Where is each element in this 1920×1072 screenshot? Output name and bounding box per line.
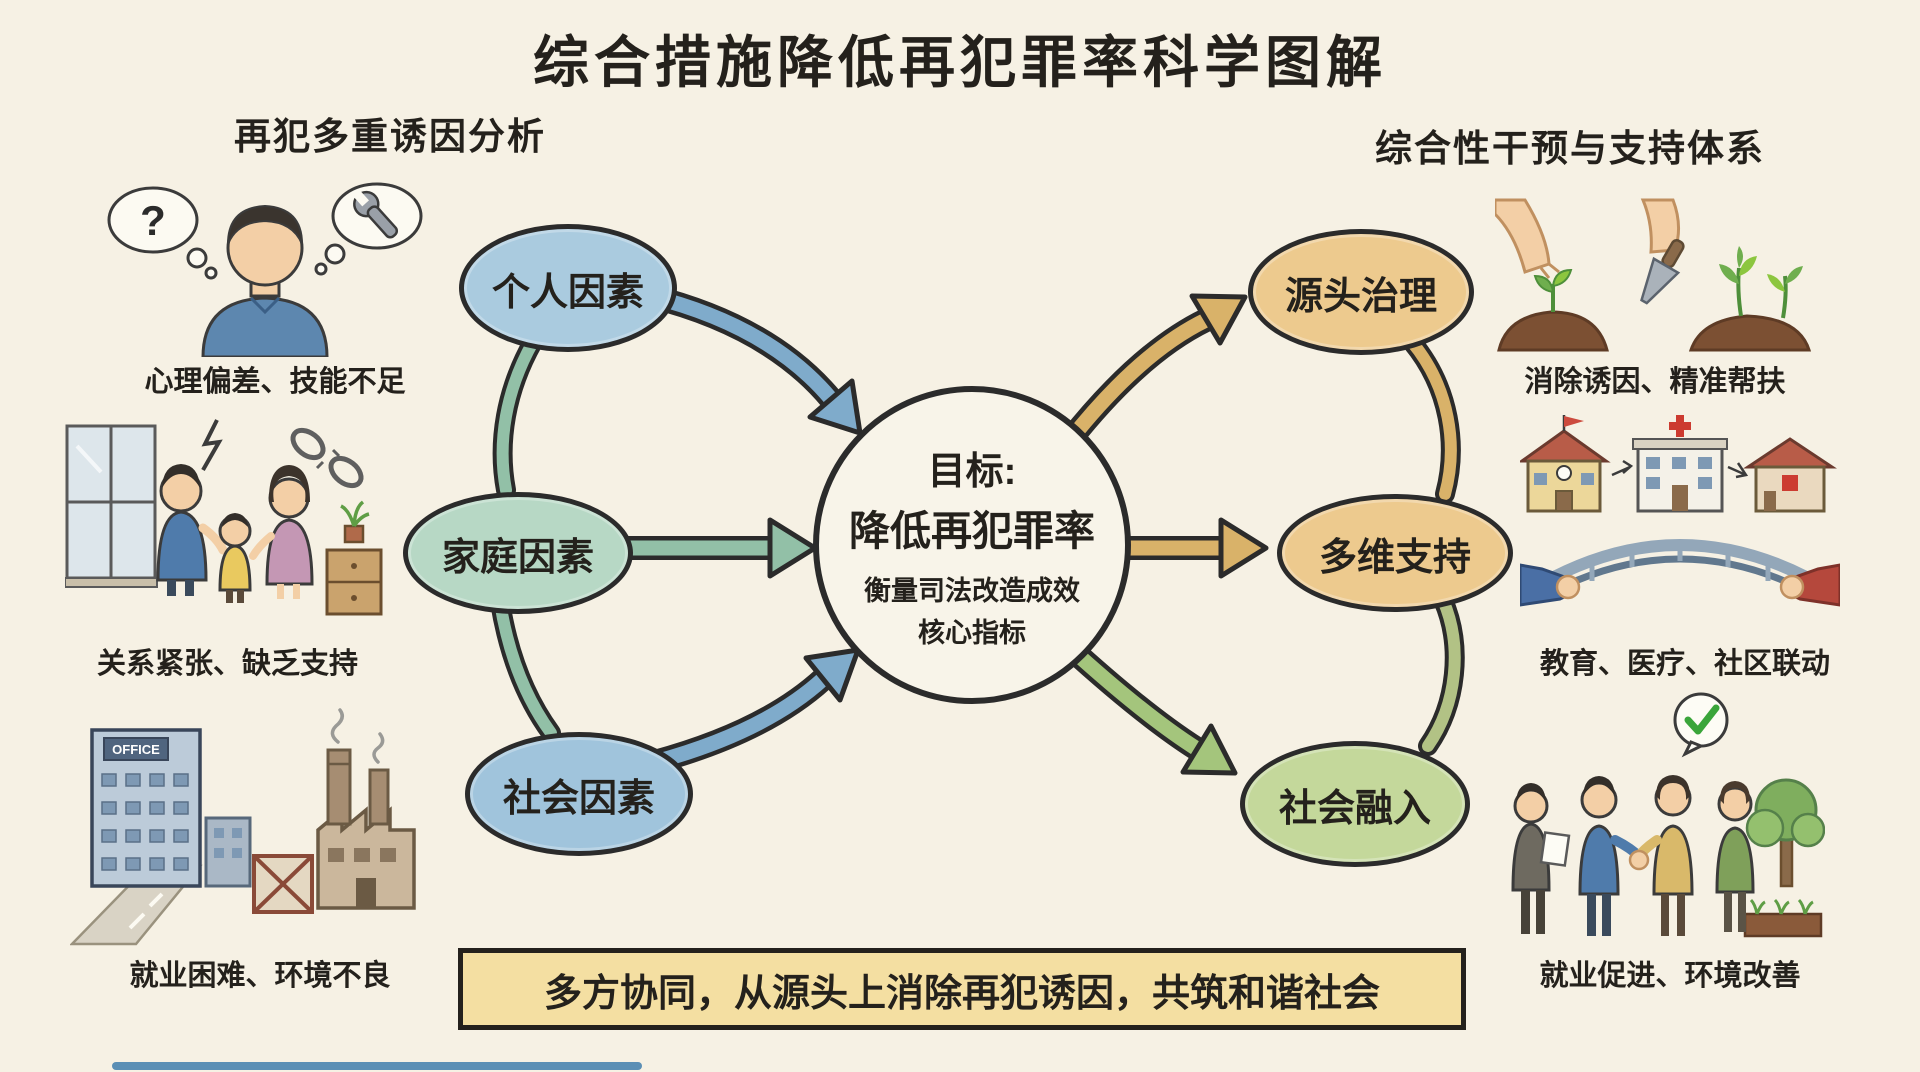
- supporting-hand-left-icon: [1520, 563, 1581, 607]
- sprout-icon: [1533, 268, 1573, 312]
- bridge-icon: [1551, 539, 1809, 595]
- factor-label: 家庭因素: [441, 536, 594, 579]
- measure-ellipse-support: 多维支持: [1277, 494, 1513, 612]
- factor-ellipse-family: 家庭因素: [403, 492, 633, 614]
- page-title: 综合措施降低再犯罪率科学图解: [533, 31, 1387, 94]
- soil-mound-icon: [1688, 314, 1812, 352]
- flag-icon: [1564, 416, 1584, 427]
- factor-ellipse-social: 社会因素: [465, 732, 693, 856]
- goal-title: 目标:: [927, 451, 1017, 493]
- broken-chain-icon: [290, 427, 364, 489]
- caption-social-integration: 就业促进、环境改善: [1539, 960, 1801, 992]
- measure-label: 社会融入: [1278, 787, 1431, 830]
- office-building-icon: OFFICE: [90, 728, 202, 888]
- caption-source-governance: 消除诱因、精准帮扶: [1524, 366, 1786, 398]
- goal-sub2: 核心指标: [918, 618, 1026, 648]
- person-handshake-left: [1578, 776, 1646, 936]
- goal-circle: 目标: 降低再犯罪率 衡量司法改造成效 核心指标: [813, 386, 1131, 704]
- person-handshake-right: [1628, 775, 1694, 936]
- supporting-hand-right-icon: [1779, 563, 1840, 607]
- connector-family-social: [490, 592, 561, 743]
- illustration-psychology-skills: ?: [107, 182, 423, 357]
- garden-bed-icon: [1743, 898, 1823, 938]
- clipboard-icon: [1539, 831, 1571, 867]
- illustration-employment-environment: OFFICE: [70, 708, 416, 946]
- caption-employment-environment: 就业困难、环境不良: [129, 960, 391, 992]
- thought-cloud-question-icon: ?: [107, 186, 218, 280]
- banner-text: 多方协同，从源头上消除再犯诱因，共筑和谐社会: [543, 972, 1380, 1015]
- right-section-header: 综合性干预与支持体系: [1375, 128, 1765, 169]
- arrow-family-to-goal: [616, 517, 818, 579]
- father-figure: [156, 464, 228, 596]
- factory-icon: [316, 708, 416, 910]
- connector-source-support: [1402, 332, 1461, 504]
- wrench-icon: [353, 190, 399, 239]
- small-building: [204, 816, 252, 888]
- measure-ellipse-integration: 社会融入: [1240, 741, 1470, 867]
- thought-cloud-wrench-icon: [314, 182, 423, 276]
- measure-ellipse-source: 源头治理: [1248, 229, 1474, 355]
- factor-label: 社会因素: [502, 777, 655, 820]
- soil-mound-icon: [1497, 310, 1609, 352]
- caption-family-tension: 关系紧张、缺乏支持: [96, 648, 358, 680]
- bottom-banner: 多方协同，从源头上消除再犯诱因，共筑和谐社会: [458, 948, 1466, 1030]
- arrow-goal-to-support: [1113, 517, 1269, 579]
- tree-icon: [1745, 778, 1825, 888]
- seedling-icon: [1719, 246, 1803, 319]
- arrow-social-to-goal: [643, 647, 861, 774]
- person-figure: [201, 204, 329, 357]
- illustration-social-integration: [1511, 692, 1825, 938]
- connector-personal-family: [492, 332, 543, 500]
- arrow-goal-to-source: [1058, 293, 1248, 452]
- child-figure: [218, 513, 252, 603]
- connector-support-integration: [1418, 590, 1465, 756]
- factor-ellipse-personal: 个人因素: [459, 224, 677, 352]
- question-mark-icon: ?: [140, 197, 166, 244]
- left-section-header: 再犯多重诱因分析: [234, 116, 546, 157]
- plant-icon: [340, 500, 370, 528]
- school-icon: [1520, 415, 1611, 513]
- measure-label: 多维支持: [1318, 536, 1471, 579]
- check-bubble-icon: [1673, 692, 1729, 758]
- goal-main: 降低再犯罪率: [849, 508, 1095, 554]
- red-cross-icon: [1669, 415, 1691, 437]
- illustration-multi-support: [1520, 415, 1840, 607]
- bottom-decor-line: [112, 1062, 642, 1070]
- window: [65, 424, 158, 588]
- caption-multi-support: 教育、医疗、社区联动: [1539, 648, 1830, 680]
- factor-label: 个人因素: [491, 271, 644, 314]
- planting-hand-icon: [1495, 198, 1560, 279]
- trowel-hand-icon: [1640, 198, 1685, 305]
- illustration-family-tension: [65, 419, 383, 616]
- emblem-icon: [1782, 475, 1798, 491]
- trowel-icon: [1640, 239, 1685, 305]
- plant-pot-icon: [343, 524, 365, 544]
- community-house-icon: [1743, 437, 1837, 513]
- checkmark-icon: [1684, 704, 1720, 735]
- person-gardener: [1715, 781, 1755, 932]
- cabinet-icon: [325, 500, 383, 616]
- arrow-personal-to-goal: [638, 284, 863, 436]
- handshake-icon: [1628, 849, 1650, 871]
- clock-icon: [1556, 465, 1572, 481]
- goal-sub1: 衡量司法改造成效: [864, 576, 1080, 606]
- office-sign-label: OFFICE: [112, 742, 160, 757]
- tension-lightning-icon: [201, 419, 223, 471]
- measure-label: 源头治理: [1284, 275, 1437, 318]
- hospital-icon: [1632, 415, 1728, 513]
- arrow-goal-to-integration: [1056, 634, 1238, 776]
- person-clipboard: [1511, 783, 1571, 934]
- link-arrows-icon: [1611, 459, 1749, 479]
- caption-psychology-skills: 心理偏差、技能不足: [144, 366, 406, 398]
- mother-figure: [249, 465, 314, 599]
- illustration-source-governance: [1495, 198, 1812, 352]
- gate-icon: [252, 854, 314, 914]
- smoke-icon: [330, 708, 385, 764]
